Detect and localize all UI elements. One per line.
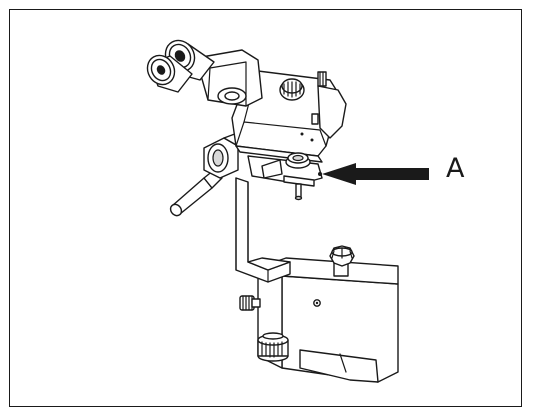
callout-arrow bbox=[322, 163, 429, 185]
mount-housing bbox=[257, 257, 399, 383]
side-knob-left bbox=[239, 295, 261, 311]
vertical-arm bbox=[235, 177, 291, 283]
star-knob bbox=[329, 245, 355, 277]
callout-label-a: A bbox=[446, 153, 465, 184]
bottom-knob bbox=[257, 332, 289, 362]
eyepiece-left bbox=[146, 54, 193, 93]
handle bbox=[169, 169, 223, 217]
tilt-bracket bbox=[247, 152, 323, 201]
